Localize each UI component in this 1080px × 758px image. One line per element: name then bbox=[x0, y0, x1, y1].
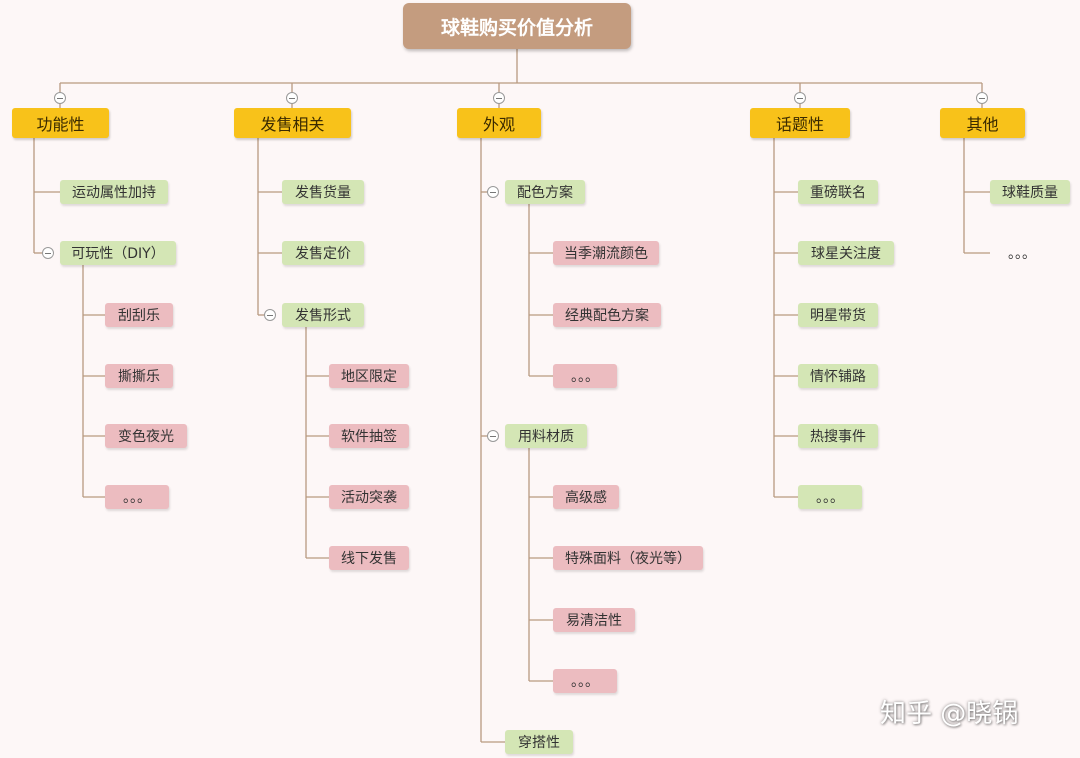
branch-node[interactable]: 。。。 bbox=[798, 485, 862, 509]
leaf-node[interactable]: 。。。 bbox=[553, 364, 617, 388]
leaf-node[interactable]: 线下发售 bbox=[329, 546, 409, 570]
leaf-node[interactable]: 地区限定 bbox=[329, 364, 409, 388]
category-node[interactable]: 话题性 bbox=[750, 108, 850, 138]
collapse-toggle-icon[interactable] bbox=[794, 92, 806, 104]
root-title[interactable]: 球鞋购买价值分析 bbox=[403, 3, 631, 49]
leaf-node[interactable]: 高级感 bbox=[553, 485, 619, 509]
watermark: 知乎 @晓锅 bbox=[880, 699, 1019, 729]
collapse-toggle-icon[interactable] bbox=[286, 92, 298, 104]
branch-node[interactable]: 重磅联名 bbox=[798, 180, 878, 204]
leaf-node[interactable]: 特殊面料（夜光等） bbox=[553, 546, 703, 570]
branch-node[interactable]: 热搜事件 bbox=[798, 424, 878, 448]
collapse-toggle-icon[interactable] bbox=[493, 92, 505, 104]
leaf-node[interactable]: 软件抽签 bbox=[329, 424, 409, 448]
collapse-toggle-icon[interactable] bbox=[264, 309, 276, 321]
category-node[interactable]: 发售相关 bbox=[234, 108, 351, 138]
leaf-node[interactable]: 。。。 bbox=[105, 485, 169, 509]
leaf-node[interactable]: 当季潮流颜色 bbox=[553, 241, 659, 265]
collapse-toggle-icon[interactable] bbox=[42, 247, 54, 259]
category-node[interactable]: 外观 bbox=[457, 108, 541, 138]
leaf-node[interactable]: 撕撕乐 bbox=[105, 364, 173, 388]
branch-node[interactable]: 明星带货 bbox=[798, 303, 878, 327]
branch-node[interactable]: 用料材质 bbox=[505, 424, 587, 448]
branch-node[interactable]: 球星关注度 bbox=[798, 241, 894, 265]
branch-node[interactable]: 球鞋质量 bbox=[990, 180, 1070, 204]
branch-node[interactable]: 情怀铺路 bbox=[798, 364, 878, 388]
leaf-node[interactable]: 易清洁性 bbox=[553, 608, 635, 632]
branch-node[interactable]: 穿搭性 bbox=[505, 730, 573, 754]
branch-node[interactable]: 配色方案 bbox=[505, 180, 585, 204]
collapse-toggle-icon[interactable] bbox=[976, 92, 988, 104]
leaf-node[interactable]: 活动突袭 bbox=[329, 485, 409, 509]
collapse-toggle-icon[interactable] bbox=[54, 92, 66, 104]
branch-node[interactable]: 发售货量 bbox=[282, 180, 364, 204]
branch-node[interactable]: 发售形式 bbox=[282, 303, 364, 327]
branch-node[interactable]: 发售定价 bbox=[282, 241, 364, 265]
branch-node[interactable]: 运动属性加持 bbox=[60, 180, 168, 204]
branch-node[interactable]: 可玩性（DIY） bbox=[60, 241, 176, 265]
collapse-toggle-icon[interactable] bbox=[487, 430, 499, 442]
leaf-node[interactable]: 刮刮乐 bbox=[105, 303, 173, 327]
category-node[interactable]: 其他 bbox=[940, 108, 1025, 138]
leaf-node[interactable]: 变色夜光 bbox=[105, 424, 187, 448]
branch-node[interactable]: 。。。 bbox=[1008, 246, 1036, 262]
category-node[interactable]: 功能性 bbox=[12, 108, 109, 138]
leaf-node[interactable]: 。。。 bbox=[553, 669, 617, 693]
collapse-toggle-icon[interactable] bbox=[487, 186, 499, 198]
leaf-node[interactable]: 经典配色方案 bbox=[553, 303, 661, 327]
